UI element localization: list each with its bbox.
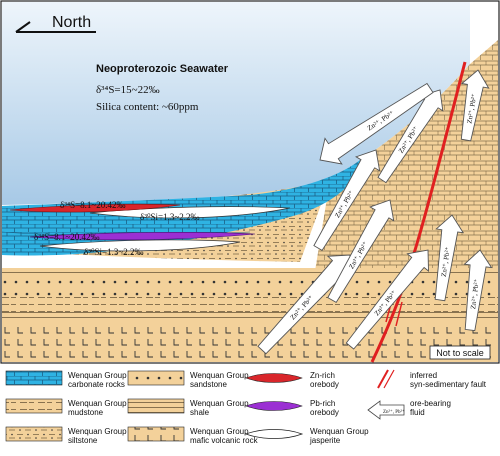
legend-label-fluid-2: fluid	[410, 408, 425, 417]
legend-label-siltstone-2: siltstone	[68, 436, 98, 445]
legend-swatch-sandstone	[127, 370, 185, 386]
legend-swatch-pb-orebody	[245, 401, 303, 411]
fluid-arrow	[434, 214, 465, 302]
legend-label-fluid-1: ore-bearing	[410, 399, 451, 408]
legend: Wenquan Group carbonate rocks Wenquan Gr…	[5, 369, 487, 445]
fluid-arrows: Zn²⁺, Pb²⁺Zn²⁺, Pb²⁺Zn²⁺, Pb²⁺Zn²⁺, Pb²⁺…	[257, 69, 493, 355]
legend-label-carbonate-1: Wenquan Group	[68, 371, 127, 380]
legend-swatch-zn-orebody	[245, 373, 303, 383]
legend-swatch-fluid-arrow	[367, 400, 405, 420]
seawater-silica: Silica content: ~60ppm	[96, 101, 199, 113]
legend-swatch-mudstone	[5, 398, 63, 414]
legend-label-shale-2: shale	[190, 408, 210, 417]
pb-lens-label: δ³⁴S=8.1~20.42‰	[34, 232, 100, 242]
syn-sedimentary-fault	[370, 61, 467, 363]
mudstone-layer	[2, 296, 498, 312]
fluid-arrow	[319, 82, 434, 165]
fluid-arrow	[345, 249, 429, 350]
fluid-arrow	[313, 149, 381, 252]
legend-label-mudstone-1: Wenquan Group	[68, 399, 127, 408]
legend-label-volcanic-2: mafic volcanic rock	[190, 436, 259, 445]
legend-label-pb-2: orebody	[310, 408, 339, 417]
fluid-arrow	[463, 249, 493, 332]
legend-label-pb-1: Pb-rich	[310, 399, 335, 408]
legend-label-mudstone-2: mudstone	[68, 408, 104, 417]
legend-swatch-volcanic	[127, 426, 185, 442]
jasperite-lower-label: δ³⁰Si=1.3~2.2‰	[84, 247, 144, 257]
shale-layer	[2, 268, 498, 276]
legend-label-carbonate-2: carbonate rocks	[68, 380, 125, 389]
legend-label-siltstone-1: Wenquan Group	[68, 427, 127, 436]
north-arrow	[15, 21, 96, 33]
mafic-volcanic-layer	[2, 322, 498, 362]
fluid-arrow-label: Zn²⁺, Pb²⁺	[469, 278, 481, 309]
legend-label-fault-2: syn-sedimentary fault	[410, 380, 487, 389]
seawater-sulfur: δ³⁴S=15~22‰	[96, 84, 160, 96]
legend-label-volcanic-1: Wenquan Group	[190, 427, 249, 436]
fluid-arrow	[460, 69, 490, 142]
legend-label-zn-1: Zn-rich	[310, 371, 335, 380]
legend-fluid-arrow-text: Zn²⁺, Pb²⁺	[383, 409, 405, 415]
jasperite-upper-label: δ³⁰Si=1.3~2.2‰	[140, 212, 200, 222]
legend-label-zn-2: orebody	[310, 380, 339, 389]
legend-label-shale-1: Wenquan Group	[190, 399, 249, 408]
legend-label-sandstone-2: sandstone	[190, 380, 227, 389]
legend-swatch-fault	[377, 369, 395, 389]
pb-orebody-lens	[29, 232, 256, 241]
legend-swatch-shale	[127, 398, 185, 414]
zn-lens-label: δ³⁴S=8.1~20.42‰	[60, 200, 126, 210]
scale-note: Not to scale	[436, 348, 484, 358]
shale-layer-lower	[2, 312, 498, 322]
zn-orebody-lens	[9, 203, 181, 213]
north-label: North	[52, 14, 91, 31]
legend-label-jasperite-2: jasperite	[309, 436, 341, 445]
legend-label-fault-1: inferred	[410, 371, 437, 380]
legend-swatch-carbonate	[5, 370, 63, 386]
fault-splay-2	[395, 301, 403, 327]
seawater-area	[2, 2, 470, 205]
fluid-arrow	[327, 199, 395, 304]
figure-frame	[0, 0, 500, 364]
seawater-title: Neoproterozoic Seawater	[96, 63, 229, 75]
legend-swatch-siltstone	[5, 426, 63, 442]
legend-swatch-jasperite	[244, 429, 304, 439]
jasperite-lens-lower	[39, 239, 241, 252]
legend-label-sandstone-1: Wenquan Group	[190, 371, 249, 380]
legend-label-jasperite-1: Wenquan Group	[310, 427, 369, 436]
scale-note-box	[429, 345, 491, 360]
